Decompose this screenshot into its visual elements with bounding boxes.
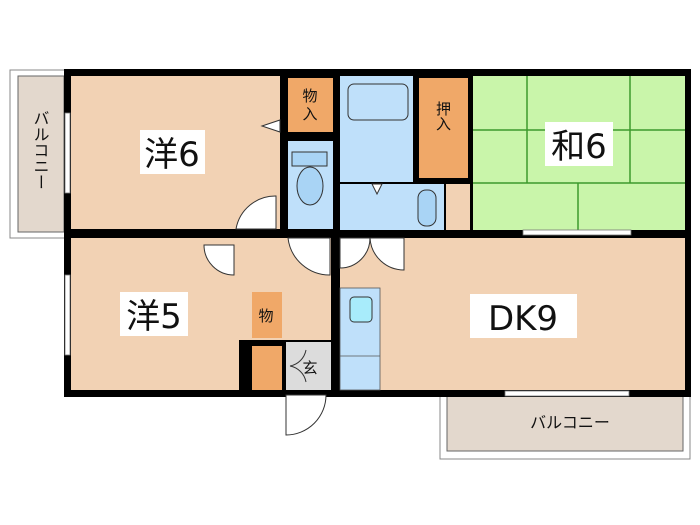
- label-japanese6: 和6: [551, 127, 607, 167]
- label-oshiire: 押入: [434, 101, 452, 131]
- closet-lower: [252, 346, 282, 390]
- toilet-fixture: [291, 151, 328, 206]
- corridor-small: [446, 184, 470, 230]
- label-western6: 洋6: [144, 135, 200, 175]
- label-dk9: DK9: [488, 299, 558, 339]
- washbasin: [417, 189, 437, 227]
- label-western5: 洋5: [126, 297, 182, 337]
- label-entrance: 玄: [302, 359, 317, 377]
- label-balcony-bottom: バルコニー: [530, 413, 610, 432]
- closet-small: [252, 292, 282, 338]
- label-closet-top: 物入: [302, 87, 317, 123]
- closet-top: [288, 78, 333, 132]
- balcony-left: [9, 69, 67, 239]
- entrance: [286, 342, 331, 390]
- label-closet-small: 物: [258, 307, 273, 325]
- windows: [64, 112, 632, 397]
- kitchen-counter: [339, 287, 381, 391]
- oshiire: [419, 78, 468, 178]
- doors[interactable]: [203, 119, 405, 436]
- label-balcony-left: バルコニー: [31, 110, 50, 190]
- bathtub: [347, 83, 409, 121]
